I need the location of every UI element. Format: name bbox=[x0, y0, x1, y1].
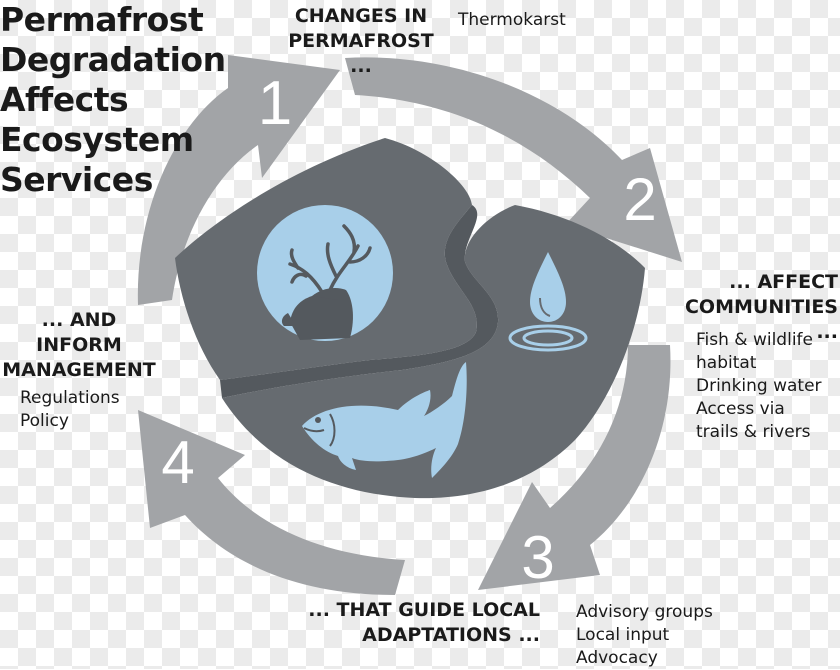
diagram-title: Permafrost Degradation Affects Ecosystem… bbox=[0, 0, 226, 199]
step-2-items: Fish & wildlife habitat Drinking water A… bbox=[696, 330, 822, 442]
landscape-emblem bbox=[175, 138, 645, 499]
step-1-heading: CHANGES IN PERMAFROST ... bbox=[288, 5, 434, 77]
water-drop-icon bbox=[508, 252, 588, 352]
arrow-1: 1 bbox=[137, 55, 340, 305]
salmon-icon bbox=[302, 362, 467, 478]
step-number-3: 3 bbox=[521, 524, 554, 591]
step-number-2: 2 bbox=[623, 166, 656, 233]
caribou-icon bbox=[257, 205, 393, 341]
step-3-heading: ... THAT GUIDE LOCAL ADAPTATIONS ... bbox=[308, 599, 540, 646]
step-2-heading: ... AFFECT COMMUNITIES ... bbox=[684, 271, 838, 343]
step-number-1: 1 bbox=[258, 69, 292, 138]
step-4-heading: ... AND INFORM MANAGEMENT bbox=[2, 309, 156, 381]
step-number-4: 4 bbox=[161, 429, 194, 496]
arrow-4: 4 bbox=[138, 410, 405, 595]
step-1-items: Thermokarst bbox=[458, 10, 566, 30]
step-4-items: Regulations Policy bbox=[20, 388, 120, 431]
step-3-items: Advisory groups Local input Advocacy bbox=[576, 602, 713, 668]
arrow-3: 3 bbox=[478, 345, 671, 591]
arrow-2: 2 bbox=[345, 57, 682, 262]
